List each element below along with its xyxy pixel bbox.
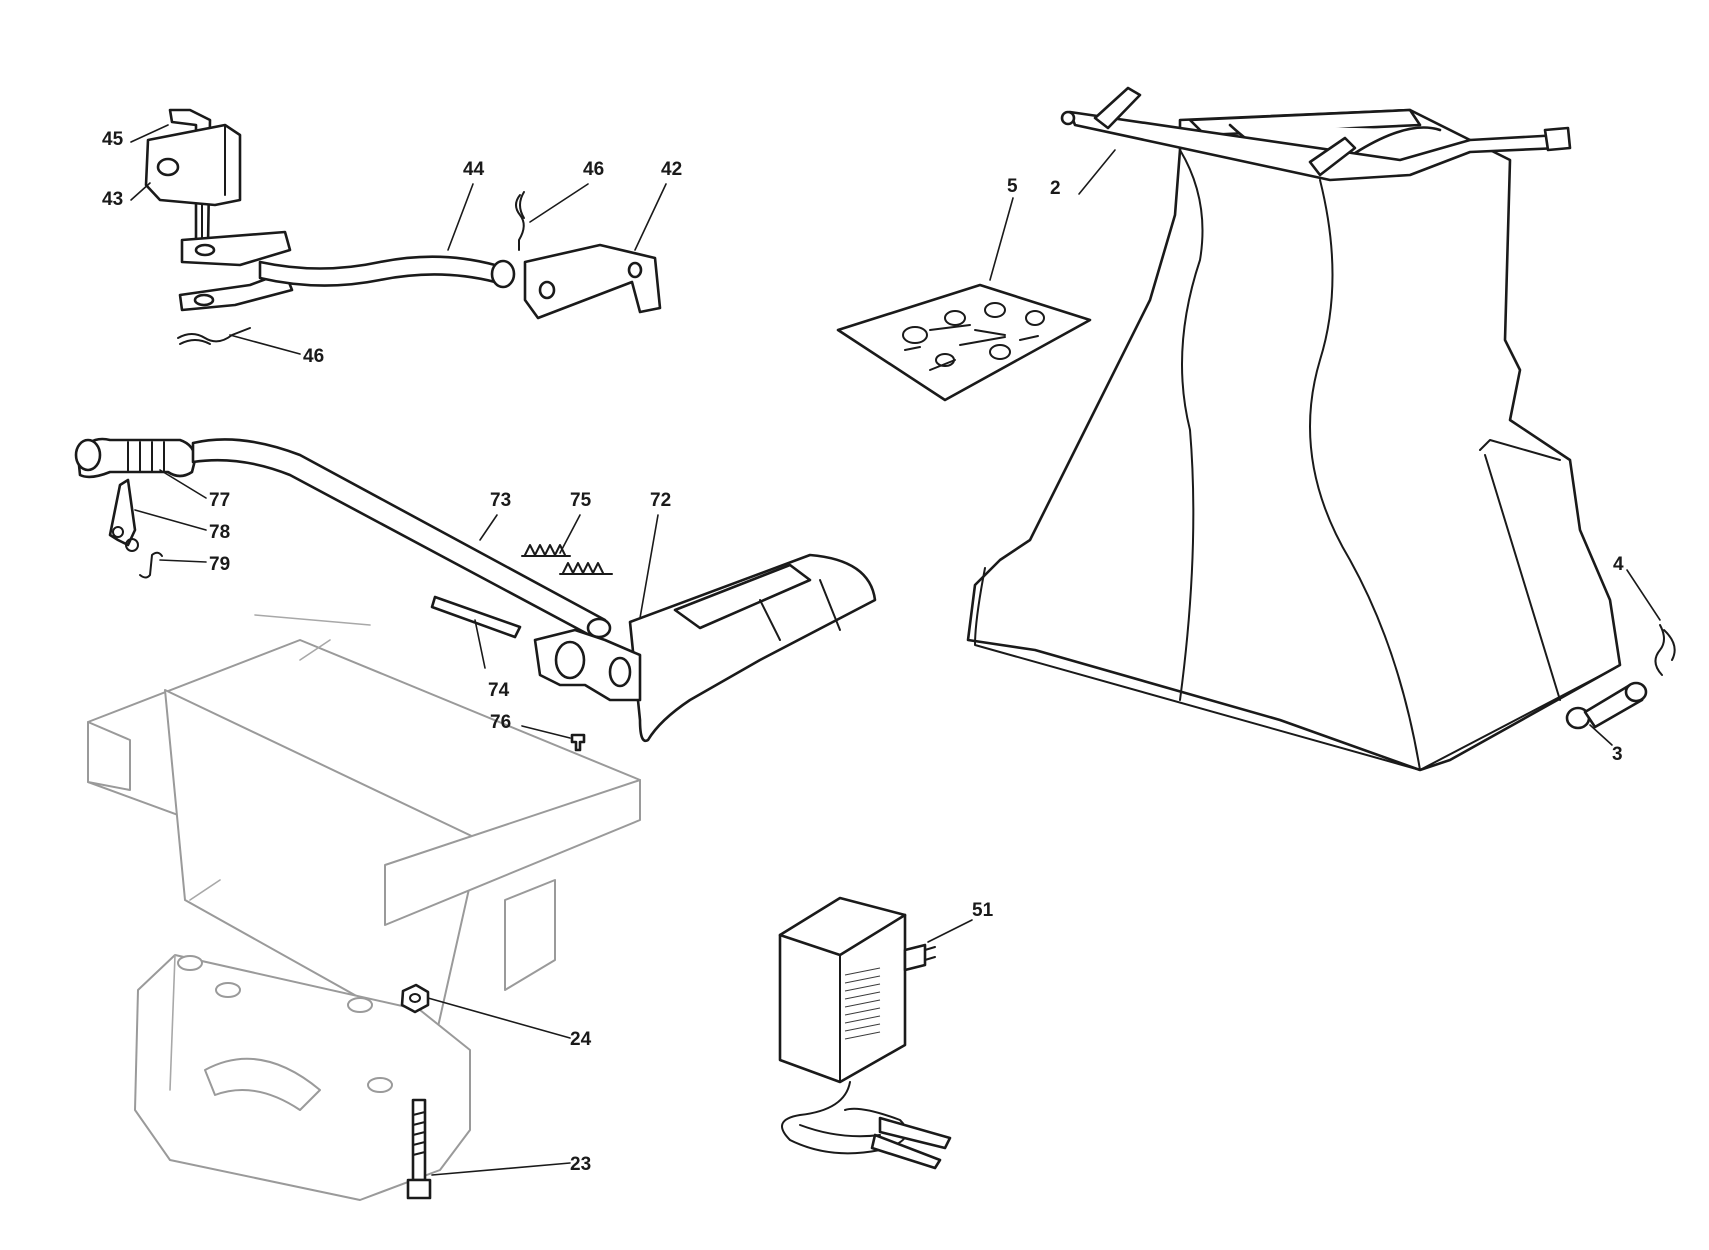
- ballast-weight-ghost: [134, 954, 471, 1201]
- callout-23: 23: [570, 1154, 591, 1175]
- lever-base-72: [533, 553, 877, 743]
- leader-lines: [130, 124, 1661, 1176]
- lever-latch-78: [108, 478, 139, 552]
- bag-contents: [902, 302, 1045, 371]
- callout-76: 76: [490, 712, 511, 733]
- drawbar-44: [178, 230, 516, 312]
- callout-78: 78: [209, 522, 230, 543]
- springs-75: [521, 544, 613, 575]
- callout-3: 3: [1612, 744, 1623, 765]
- spring-75-b: [559, 562, 613, 575]
- r-clip-4: [1654, 624, 1676, 676]
- callout-72: 72: [650, 490, 671, 511]
- cotter-pin-46-bottom: [177, 327, 251, 345]
- callout-74: 74: [488, 680, 510, 701]
- pivot-pin-74: [430, 595, 522, 639]
- callout-79: 79: [209, 554, 230, 575]
- spring-75-a: [521, 544, 571, 557]
- callout-24: 24: [570, 1029, 592, 1050]
- pin-3: [1565, 681, 1648, 730]
- callout-2: 2: [1050, 178, 1061, 199]
- cotter-pin-46-top: [515, 191, 525, 251]
- mounting-bracket-42: [523, 243, 662, 320]
- callout-5: 5: [1007, 176, 1018, 197]
- hitch-bracket-43: [144, 123, 242, 207]
- hardware-bag-5: [836, 283, 1092, 402]
- callout-46-top: 46: [583, 159, 604, 180]
- callout-77: 77: [209, 490, 230, 511]
- battery-charger-51: [778, 896, 952, 1170]
- lever-handle-grip-77: [74, 437, 197, 479]
- callout-4: 4: [1613, 554, 1624, 575]
- hook-79: [139, 551, 163, 579]
- callout-43: 43: [102, 189, 123, 210]
- mower-frame-ghost: [87, 614, 641, 1041]
- callout-73: 73: [490, 490, 511, 511]
- callout-75: 75: [570, 490, 592, 511]
- callout-labels: 45 43 44 46 42 46 77 78 79 73 75 72 74 7…: [102, 129, 1624, 1175]
- callout-51: 51: [972, 900, 994, 921]
- callout-45: 45: [102, 129, 124, 150]
- bolt-23: [406, 1098, 432, 1200]
- callout-44: 44: [463, 159, 485, 180]
- frame-rod-2: [1060, 86, 1572, 182]
- bag-frame-rod: [974, 454, 1616, 771]
- charger-vent-slots: [844, 967, 881, 1040]
- screw-76: [570, 733, 586, 752]
- callout-42: 42: [661, 159, 682, 180]
- callout-46-bottom: 46: [303, 346, 324, 367]
- lever-rod-73: [191, 438, 612, 640]
- nut-24: [400, 983, 430, 1014]
